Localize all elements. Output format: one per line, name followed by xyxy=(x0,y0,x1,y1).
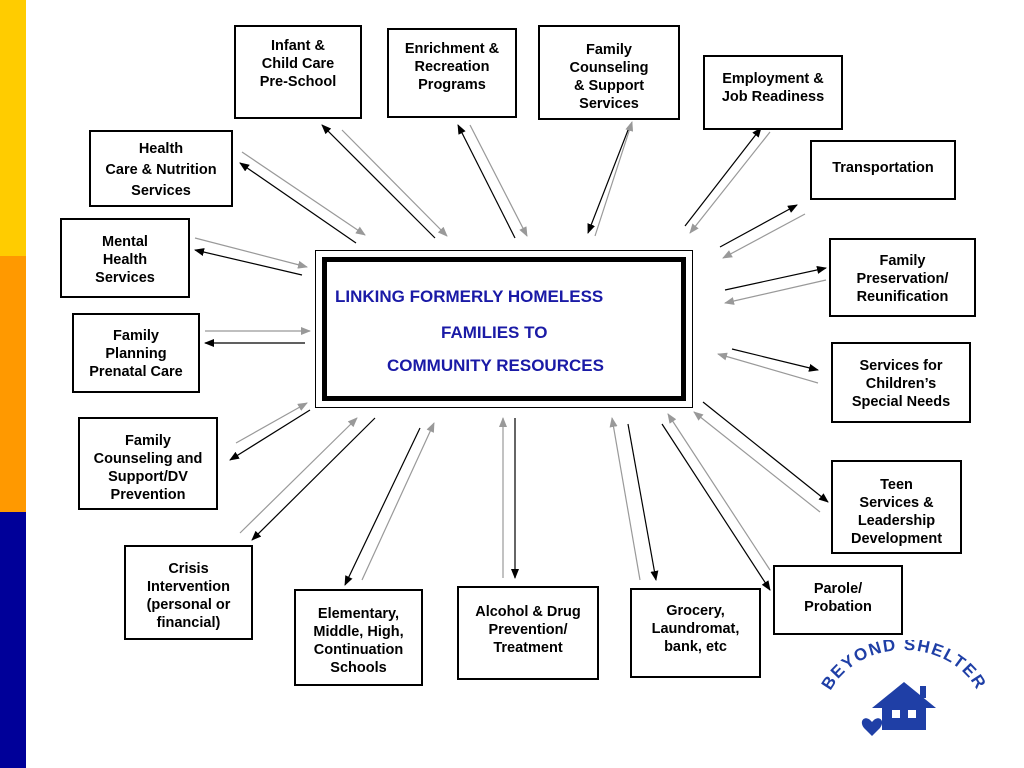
resource-label: Crisis Intervention (personal or financi… xyxy=(146,561,231,631)
resource-label: Health Care & Nutrition Services xyxy=(105,141,217,199)
resource-infant-child-care: Infant & Child Care Pre-School xyxy=(234,25,362,119)
stripe-yellow xyxy=(0,0,26,256)
center-title-line-3: COMMUNITY RESOURCES xyxy=(387,356,604,375)
resource-family-preservation: Family Preservation/ Reunification xyxy=(829,238,976,317)
resource-label: Grocery, Laundromat, bank, etc xyxy=(651,603,740,655)
resource-enrichment-recreation: Enrichment & Recreation Programs xyxy=(387,28,517,118)
center-title-line-2: FAMILIES TO xyxy=(441,323,548,342)
center-title-line-1: LINKING FORMERLY HOMELESS xyxy=(335,287,604,306)
beyond-shelter-logo: BEYOND SHELTER xyxy=(818,640,989,736)
resource-family-planning: Family Planning Prenatal Care xyxy=(72,313,200,393)
resource-label: Mental Health Services xyxy=(95,234,155,286)
resource-crisis-intervention: Crisis Intervention (personal or financi… xyxy=(124,545,253,640)
resource-label: Parole/ Probation xyxy=(804,581,872,615)
resource-label: Enrichment & Recreation Programs xyxy=(404,41,500,93)
resource-family-counseling-dv: Family Counseling and Support/DV Prevent… xyxy=(78,417,218,510)
resource-label: Elementary, Middle, High, Continuation S… xyxy=(313,606,404,676)
resource-label: Services for Children’s Special Needs xyxy=(851,358,951,410)
center-frame: LINKING FORMERLY HOMELESS FAMILIES TO CO… xyxy=(322,257,686,401)
resource-label: Employment & Job Readiness xyxy=(721,71,825,105)
stripe-navy xyxy=(0,512,26,768)
resource-transportation: Transportation xyxy=(810,140,956,200)
resource-label: Transportation xyxy=(832,160,934,176)
resource-label: Family Counseling & Support Services xyxy=(569,42,649,112)
resource-health-care-nutrition: Health Care & Nutrition Services xyxy=(89,130,233,207)
resource-label: Teen Services & Leadership Development xyxy=(850,477,943,547)
resource-label: Family Counseling and Support/DV Prevent… xyxy=(93,433,203,503)
resource-special-needs: Services for Children’s Special Needs xyxy=(831,342,971,423)
resource-teen-services: Teen Services & Leadership Development xyxy=(831,460,962,554)
stripe-orange xyxy=(0,256,26,512)
resource-label: Family Planning Prenatal Care xyxy=(89,328,183,380)
resource-parole-probation: Parole/ Probation xyxy=(773,565,903,635)
resource-label: Alcohol & Drug Prevention/ Treatment xyxy=(475,604,581,656)
resource-grocery-laundromat: Grocery, Laundromat, bank, etc xyxy=(630,588,761,678)
resource-employment: Employment & Job Readiness xyxy=(703,55,843,130)
resource-family-counseling-support: Family Counseling & Support Services xyxy=(538,25,680,120)
resource-alcohol-drug: Alcohol & Drug Prevention/ Treatment xyxy=(457,586,599,680)
resource-mental-health: Mental Health Services xyxy=(60,218,190,298)
resource-label: Family Preservation/ Reunification xyxy=(856,253,949,305)
resource-label: Infant & Child Care Pre-School xyxy=(259,38,337,90)
resource-schools: Elementary, Middle, High, Continuation S… xyxy=(294,589,423,686)
